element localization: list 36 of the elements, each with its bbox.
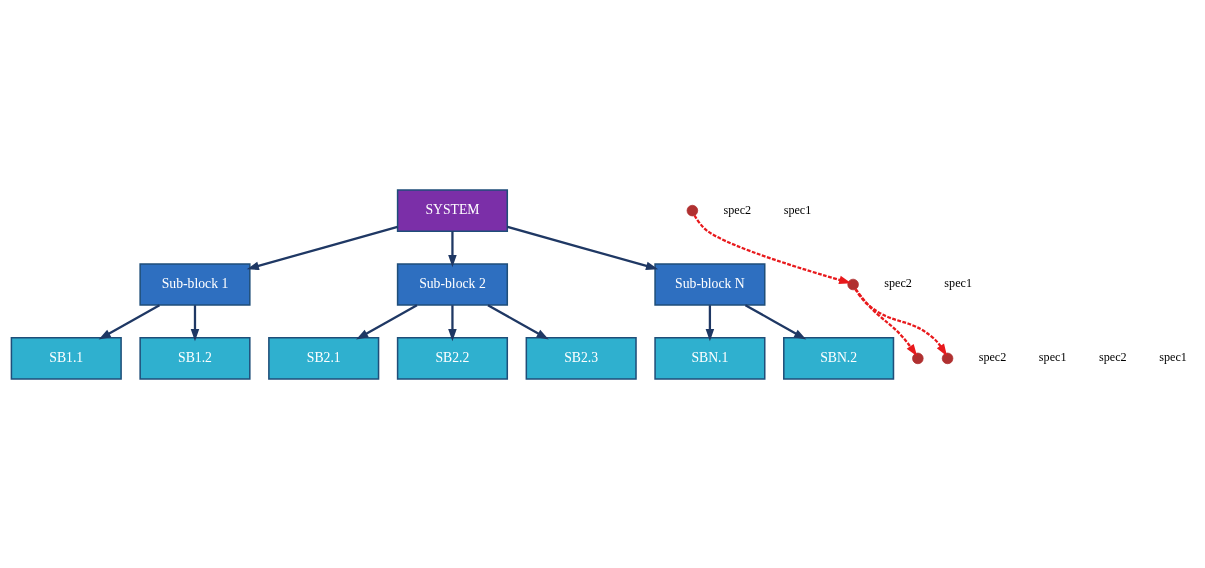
arrow (356, 303, 418, 339)
node-box: Sub-block N (654, 262, 766, 306)
arrow (448, 230, 457, 267)
node-box: SYSTEM (396, 188, 509, 232)
arrow (448, 304, 457, 341)
arrow (744, 303, 807, 339)
arrow (246, 225, 398, 270)
node-box: SB2.1 (268, 336, 380, 380)
node-box: SBN.2 (783, 336, 895, 380)
arrow (507, 225, 659, 270)
node-circle (686, 204, 699, 216)
label: spec1 (1038, 349, 1067, 364)
node-box: Sub-block 2 (396, 262, 509, 306)
label: spec2 (978, 349, 1007, 364)
node-circle (912, 352, 924, 364)
node-circle (847, 278, 859, 290)
label: spec1 (944, 275, 973, 290)
node-box: SB1.2 (139, 336, 251, 380)
label: spec1 (783, 202, 812, 217)
arrow (855, 288, 918, 356)
node-box: Sub-block 1 (139, 262, 251, 306)
label: spec2 (884, 275, 912, 290)
label: spec2 (723, 202, 752, 217)
arrow (705, 304, 715, 341)
node-box: SB2.3 (525, 336, 637, 380)
label: spec2 (1098, 349, 1127, 364)
node-box: SB2.2 (396, 336, 509, 380)
node-box: SBN.1 (654, 336, 766, 380)
arrow (487, 303, 549, 339)
arrow (854, 288, 948, 356)
node-circle (941, 352, 954, 364)
arrow (190, 304, 200, 341)
arrow (98, 303, 161, 339)
arrow (693, 214, 852, 284)
node-box: SB1.1 (10, 336, 122, 380)
label: spec1 (1159, 349, 1187, 364)
